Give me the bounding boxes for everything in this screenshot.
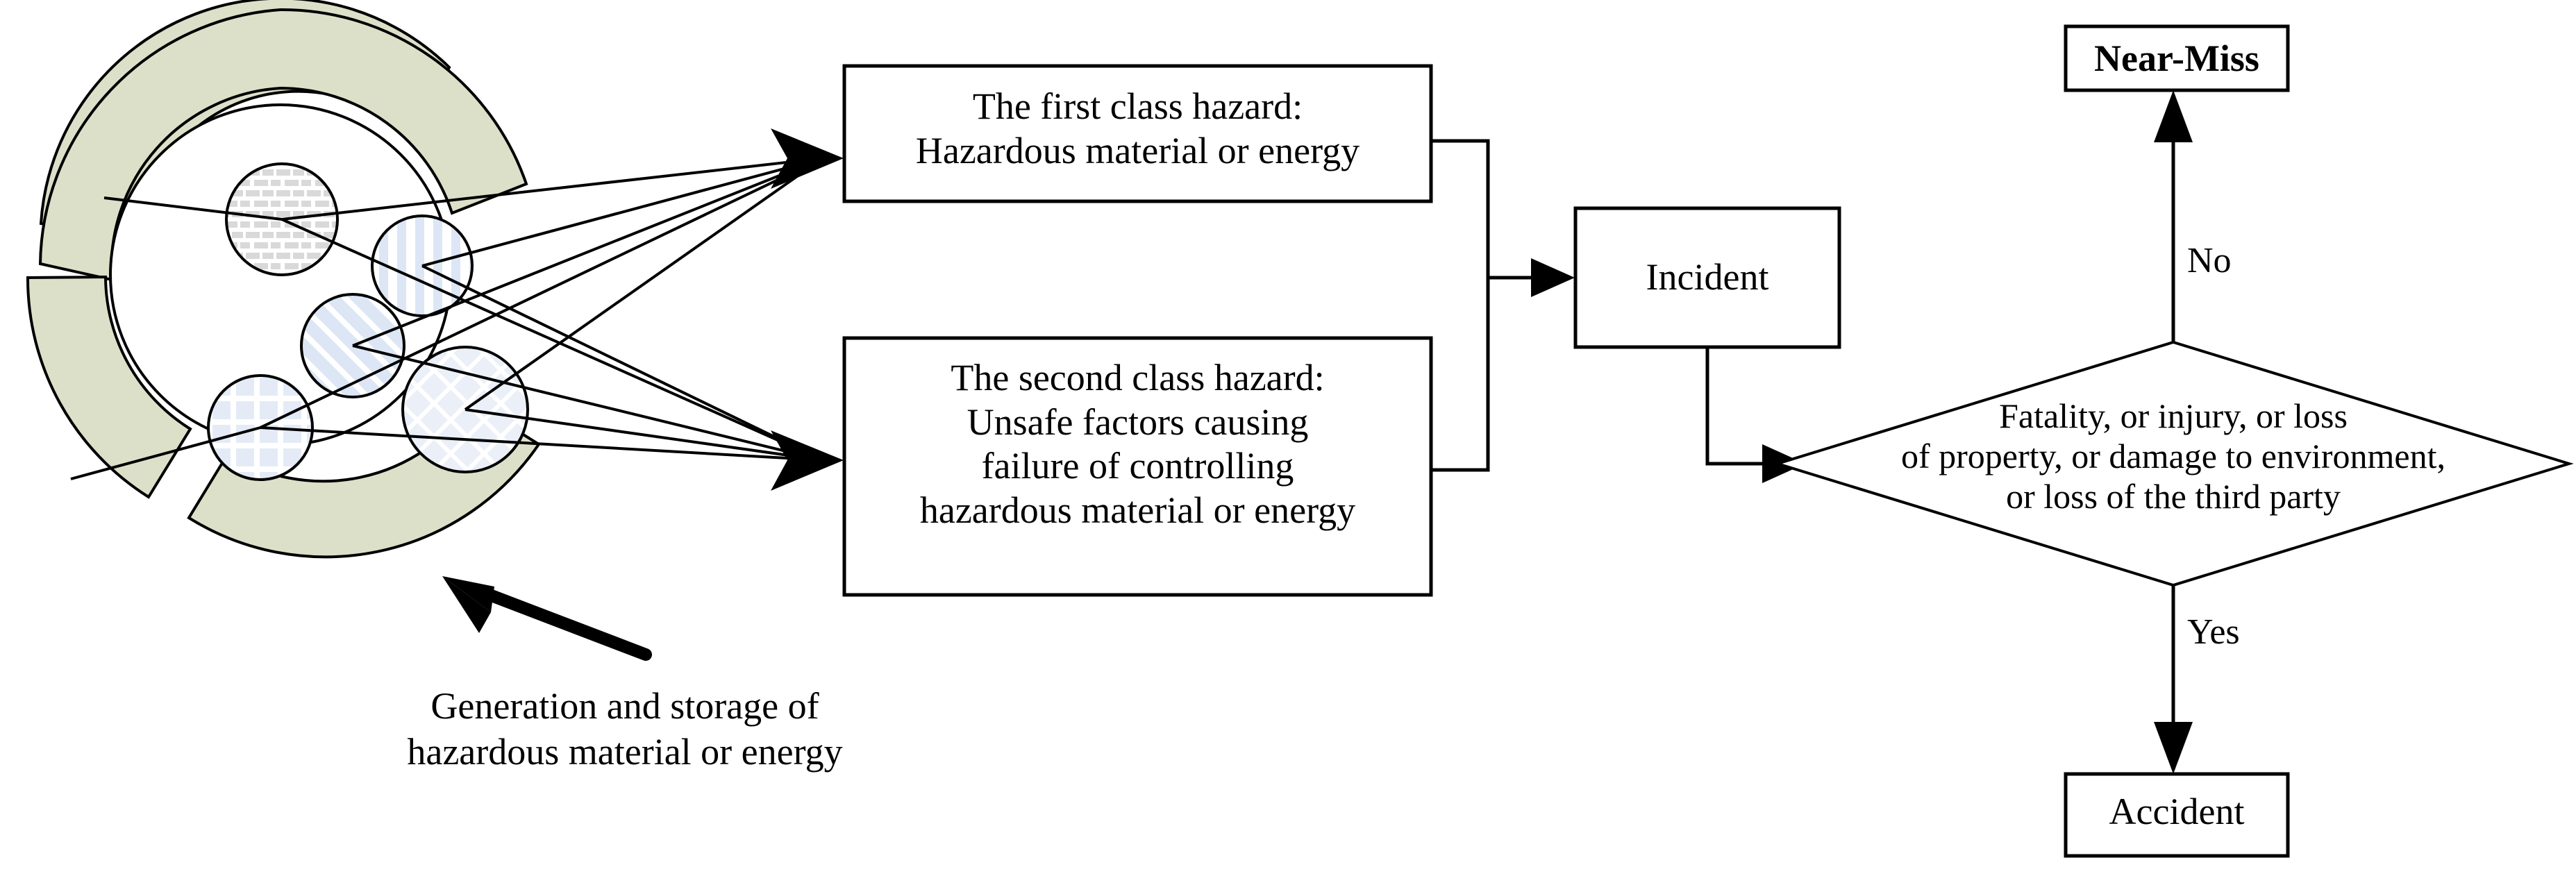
accident-box[interactable]: [2064, 772, 2290, 858]
second-class-hazard-box[interactable]: [842, 336, 1433, 597]
hazard-leader-lines: [70, 157, 824, 480]
severity-decision-diamond[interactable]: [1773, 340, 2574, 587]
near-miss-box[interactable]: [2064, 24, 2290, 92]
generation-storage-arrow: [442, 576, 652, 661]
arrowhead-second-class: [771, 430, 844, 491]
incident-box[interactable]: [1573, 206, 1841, 349]
arrowhead-first-class: [771, 128, 844, 189]
arrowhead-near-miss: [2154, 90, 2193, 142]
arrowhead-accident: [2154, 722, 2193, 774]
arrowhead-incident: [1531, 258, 1575, 297]
first-class-hazard-box[interactable]: [842, 64, 1433, 203]
hazard-to-incident-connector: [1431, 139, 1531, 472]
incident-to-decision-connector: [1705, 347, 1762, 466]
